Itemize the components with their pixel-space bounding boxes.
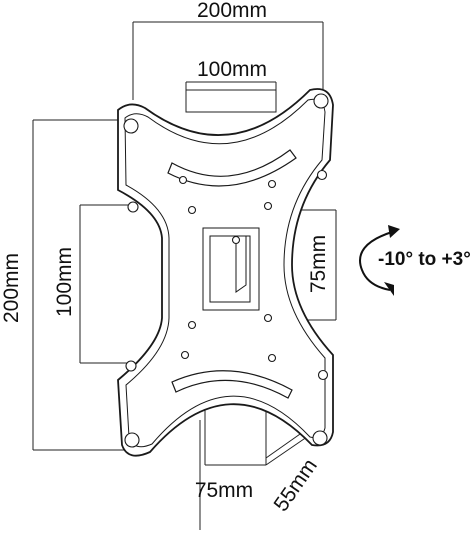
hole-inner-h bbox=[267, 353, 277, 363]
left-height-dimension-line bbox=[32, 119, 125, 451]
hole-bottom-right bbox=[312, 430, 328, 446]
arm-top-segment bbox=[185, 89, 277, 113]
depth-label: 55mm bbox=[270, 455, 322, 516]
inner-height-label: 100mm bbox=[53, 247, 76, 317]
inner-width-dimension-line bbox=[185, 81, 277, 110]
bottom-width-label: 75mm bbox=[195, 479, 253, 502]
tilt-rotation-arrow-icon bbox=[359, 225, 400, 296]
inner-width-label: 100mm bbox=[197, 58, 267, 81]
right-height-label: 75mm bbox=[307, 235, 330, 293]
dimension-lines bbox=[32, 21, 337, 466]
hole-bottom-left bbox=[124, 432, 140, 448]
hole-inner-b bbox=[267, 179, 277, 189]
tilt-range-label: -10° to +3° bbox=[378, 249, 471, 270]
left-height-label: 200mm bbox=[0, 253, 23, 323]
center-bracket-inner bbox=[209, 235, 251, 303]
center-bracket bbox=[202, 227, 260, 311]
hole-inner-d bbox=[263, 201, 273, 211]
plate-inner-edge bbox=[124, 98, 326, 448]
hole-inner-f bbox=[263, 313, 273, 323]
top-width-dimension-line bbox=[132, 21, 324, 100]
hole-mid-left-upper bbox=[127, 201, 139, 213]
hole-inner-a bbox=[178, 175, 188, 185]
mounting-plate bbox=[117, 88, 334, 457]
hole-top-left bbox=[123, 118, 139, 134]
hole-mid-right-upper bbox=[316, 169, 328, 181]
lower-slot bbox=[171, 370, 293, 399]
hole-inner-e bbox=[187, 320, 197, 330]
hole-inner-c bbox=[187, 205, 197, 215]
upper-slot bbox=[167, 149, 297, 187]
arm-bottom-segment bbox=[199, 420, 267, 530]
top-width-label: 200mm bbox=[197, 0, 267, 22]
hinge-bolt bbox=[231, 235, 241, 245]
tilt-hinge bbox=[235, 236, 247, 293]
hole-mid-left-lower bbox=[125, 360, 137, 372]
hole-top-right bbox=[313, 93, 329, 109]
hole-inner-g bbox=[180, 350, 190, 360]
hole-mid-right-lower bbox=[317, 369, 329, 381]
inner-height-dimension-line bbox=[79, 204, 128, 364]
